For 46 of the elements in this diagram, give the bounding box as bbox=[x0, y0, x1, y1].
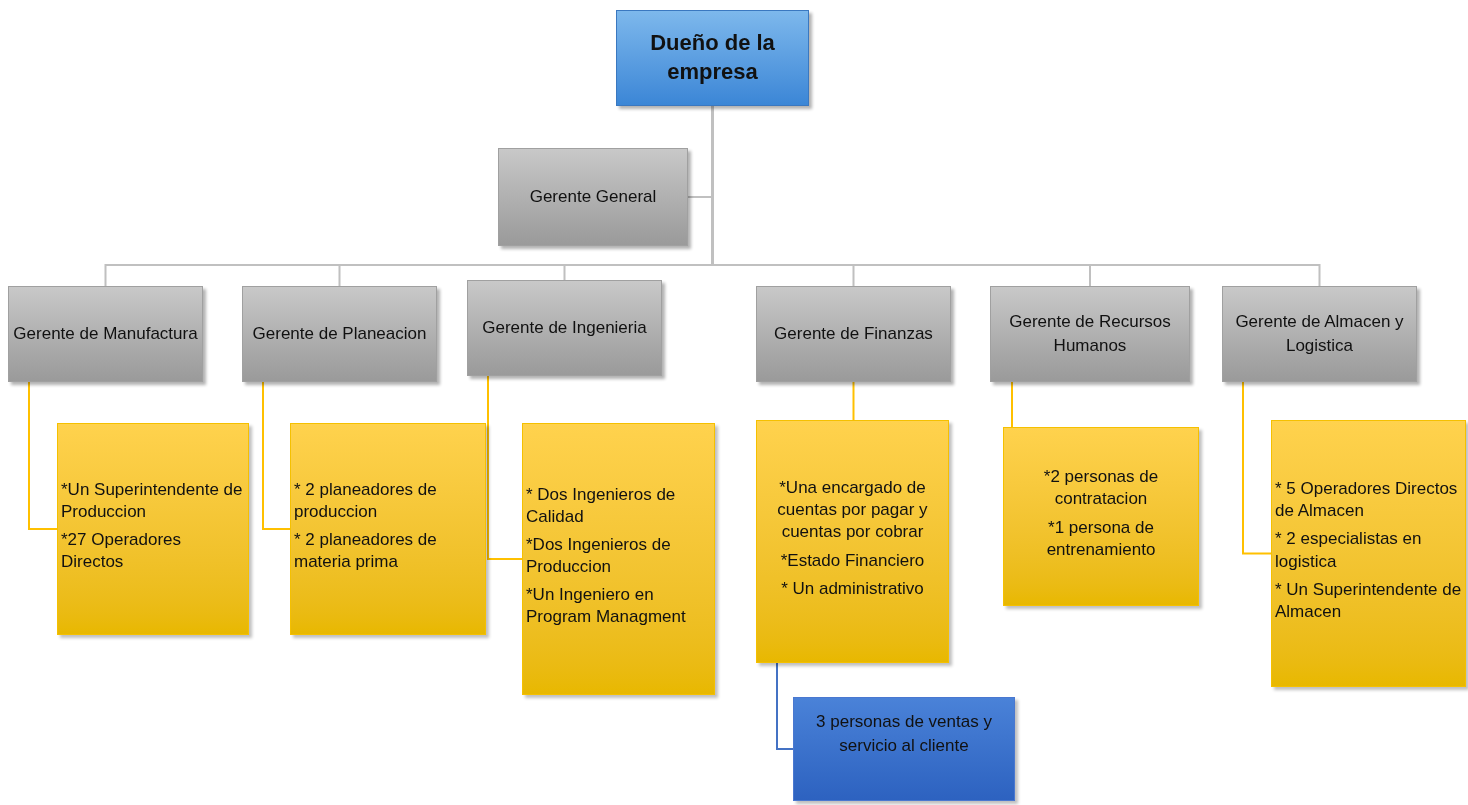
staff-box bbox=[756, 420, 949, 663]
staff-item: *27 Operadores Directos bbox=[61, 529, 183, 574]
staff-item: * Un Superintendente de Almacen bbox=[1275, 578, 1462, 623]
role-title: Gerente General bbox=[529, 186, 657, 209]
manager-box bbox=[990, 286, 1190, 382]
staff-item: *2 personas de contratacion bbox=[1042, 466, 1160, 511]
owner-box bbox=[616, 10, 809, 106]
role-title: Gerente de Ingenieria bbox=[482, 317, 647, 340]
staff-box bbox=[290, 423, 486, 635]
manager-box bbox=[8, 286, 203, 382]
staff-item: * 2 planeadores de materia prima bbox=[294, 529, 438, 574]
role-title: Gerente de Finanzas bbox=[774, 323, 933, 346]
staff-item: * Un administrativo bbox=[781, 577, 924, 600]
manager-box bbox=[498, 148, 688, 246]
staff-item: * 5 Operadores Directos de Almacen bbox=[1275, 478, 1459, 523]
connector-line bbox=[1242, 381, 1272, 555]
role-title: Gerente de Manufactura bbox=[13, 323, 198, 346]
staff-item: *Estado Financiero bbox=[780, 549, 925, 572]
manager-box bbox=[467, 280, 662, 376]
staff-box bbox=[1003, 427, 1199, 606]
connector-line bbox=[1011, 381, 1013, 428]
connector-line bbox=[487, 375, 523, 560]
staff-box bbox=[522, 423, 715, 695]
connector-line bbox=[28, 381, 58, 530]
staff-item: * 2 planeadores de produccion bbox=[294, 478, 438, 523]
staff-box bbox=[793, 697, 1015, 801]
staff-item: *Un Superintendente de Produccion bbox=[61, 478, 244, 523]
manager-box bbox=[756, 286, 951, 382]
role-title: Dueño de la empresa bbox=[649, 29, 776, 86]
staff-item: *Una encargado de cuentas por pagar y cuentas por cobrar bbox=[776, 477, 929, 544]
connector-line bbox=[262, 381, 291, 530]
connector-line bbox=[776, 662, 794, 750]
role-title: Gerente de Recursos Humanos bbox=[1008, 311, 1172, 357]
staff-item: *Dos Ingenieros de Produccion bbox=[526, 533, 672, 578]
staff-box bbox=[1271, 420, 1466, 687]
staff-item: * 2 especialistas en logistica bbox=[1275, 528, 1423, 573]
manager-box bbox=[242, 286, 437, 382]
role-title: 3 personas de ventas y servicio al cliente bbox=[815, 711, 993, 757]
role-title: Gerente de Almacen y Logistica bbox=[1234, 311, 1405, 357]
staff-item: *Un Ingeniero en Program Managment bbox=[526, 584, 687, 629]
staff-box bbox=[57, 423, 249, 635]
manager-box bbox=[1222, 286, 1417, 382]
staff-item: *1 persona de entrenamiento bbox=[1045, 516, 1157, 561]
connector-line bbox=[852, 381, 855, 421]
role-title: Gerente de Planeacion bbox=[252, 323, 427, 346]
staff-item: * Dos Ingenieros de Calidad bbox=[526, 483, 677, 528]
